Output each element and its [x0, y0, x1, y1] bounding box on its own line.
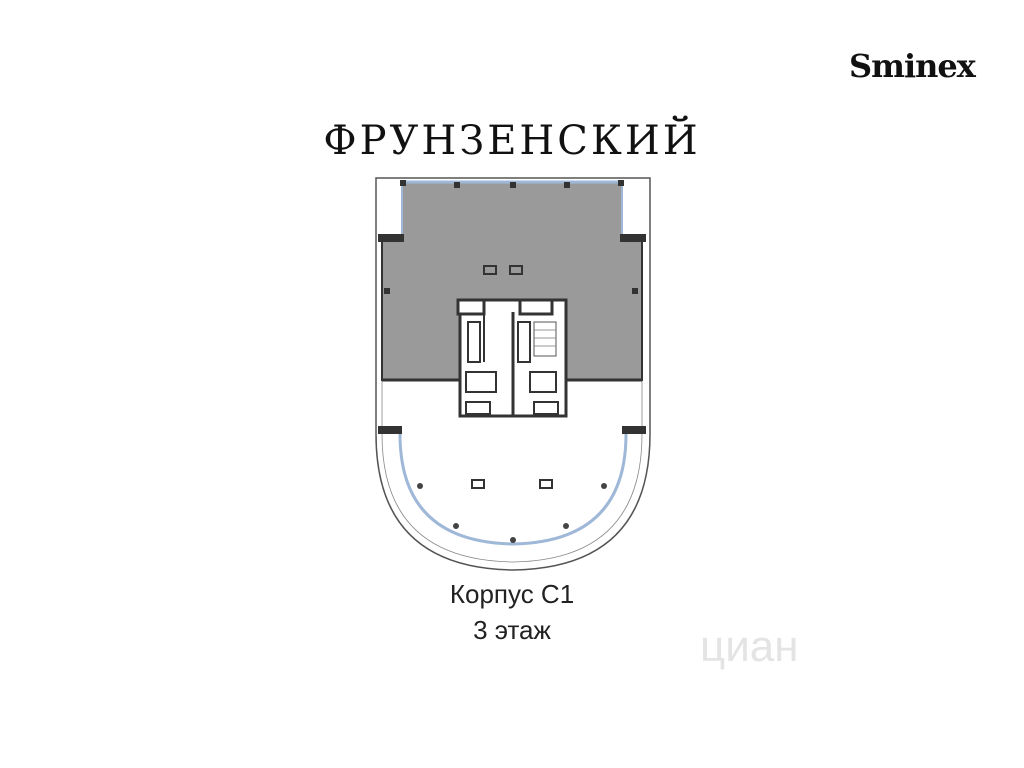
column — [471, 479, 485, 489]
wall-stub — [622, 426, 646, 434]
column — [510, 182, 516, 188]
wall-stub — [620, 234, 646, 242]
column — [509, 265, 523, 275]
column — [453, 523, 459, 529]
core-room — [465, 371, 497, 393]
building-core — [456, 298, 568, 418]
elevator — [518, 298, 554, 316]
core-room — [533, 401, 559, 415]
elevator — [456, 298, 486, 316]
column — [454, 182, 460, 188]
column — [400, 180, 406, 186]
wall-stub — [378, 426, 402, 434]
column — [564, 182, 570, 188]
core-room — [465, 401, 491, 415]
core-room — [467, 321, 481, 363]
core-room — [529, 371, 557, 393]
floor-plan — [375, 177, 651, 571]
project-title: ФРУНЗЕНСКИЙ — [323, 118, 701, 164]
glass-facade-arc — [398, 433, 628, 546]
building-label: Корпус С1 — [449, 579, 575, 609]
cian-watermark: циан — [700, 612, 920, 682]
column — [417, 483, 423, 489]
column — [483, 265, 497, 275]
core-room — [517, 321, 531, 363]
balcony-outline — [381, 239, 643, 563]
column — [539, 479, 553, 489]
column — [510, 537, 516, 543]
column — [618, 180, 624, 186]
floor-label: 3 этаж — [473, 615, 551, 645]
column — [563, 523, 569, 529]
column — [384, 288, 390, 294]
stair — [533, 321, 557, 357]
column — [601, 483, 607, 489]
brand-logo: Sminex — [849, 47, 976, 85]
watermark-text: циан — [700, 622, 799, 671]
wall-stub — [378, 234, 404, 242]
column — [632, 288, 638, 294]
